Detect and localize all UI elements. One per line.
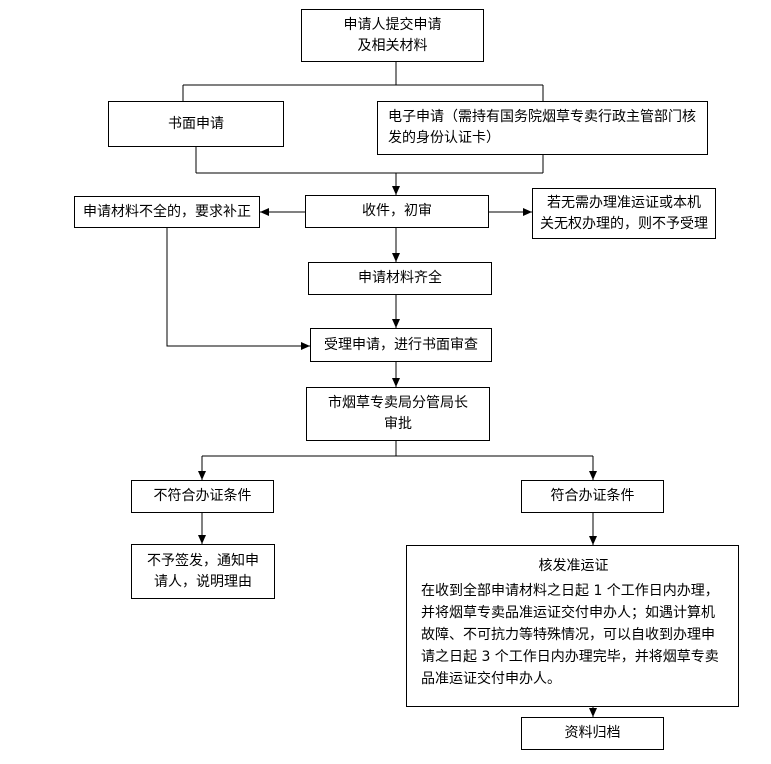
node-title: 核发准运证 xyxy=(538,558,609,574)
node-text: 在收到全部申请材料之日起 1 个工作日内办理，并将烟草专卖品准运证交付申办人；如… xyxy=(421,583,719,687)
node-director-approval: 市烟草专卖局分管局长 审批 xyxy=(306,387,490,441)
node-text: 及相关材料 xyxy=(357,37,428,54)
node-text: 请人，说明理由 xyxy=(154,573,252,590)
node-text: 申请材料齐全 xyxy=(358,270,442,286)
node-text: 发的身份认证卡） xyxy=(388,130,500,146)
node-text: 资料归档 xyxy=(564,725,621,741)
node-receive-initial-review: 收件，初审 xyxy=(305,195,489,228)
node-accept-written-review: 受理申请，进行书面审查 xyxy=(310,328,492,362)
node-text: 审批 xyxy=(384,416,412,432)
node-issue-permit: 核发准运证 在收到全部申请材料之日起 1 个工作日内办理，并将烟草专卖品准运证交… xyxy=(406,545,739,707)
node-submit-application: 申请人提交申请 及相关材料 xyxy=(301,9,484,62)
node-text: 若无需办理准运证或本机 xyxy=(547,194,701,211)
node-text: 符合办证条件 xyxy=(550,488,635,504)
node-text: 受理申请，进行书面审查 xyxy=(324,336,478,353)
node-electronic-application: 电子申请（需持有国务院烟草专卖行政主管部门核 发的身份认证卡） xyxy=(377,101,708,155)
node-text: 电子申请（需持有国务院烟草专卖行政主管部门核 xyxy=(388,109,696,125)
node-text: 申请人提交申请 xyxy=(343,16,442,33)
node-not-qualified: 不符合办证条件 xyxy=(131,480,274,513)
node-materials-incomplete: 申请材料不全的，要求补正 xyxy=(74,196,260,228)
node-text: 书面申请 xyxy=(168,115,224,132)
node-text: 关无权办理的，则不予受理 xyxy=(540,215,708,232)
arrow-incomplete-to-accept xyxy=(166,228,310,350)
node-paper-application: 书面申请 xyxy=(108,101,284,147)
node-text: 市烟草专卖局分管局长 xyxy=(328,395,468,411)
node-archive: 资料归档 xyxy=(521,717,664,750)
node-refuse-notify: 不予签发，通知申 请人，说明理由 xyxy=(131,544,275,599)
node-text: 收件，初审 xyxy=(362,203,432,219)
node-text: 不予签发，通知申 xyxy=(147,552,259,569)
node-materials-complete: 申请材料齐全 xyxy=(308,262,492,295)
node-text: 不符合办证条件 xyxy=(153,488,252,504)
node-text: 申请材料不全的，要求补正 xyxy=(83,203,251,220)
node-not-accepted: 若无需办理准运证或本机 关无权办理的，则不予受理 xyxy=(532,188,716,239)
node-qualified: 符合办证条件 xyxy=(521,480,664,513)
